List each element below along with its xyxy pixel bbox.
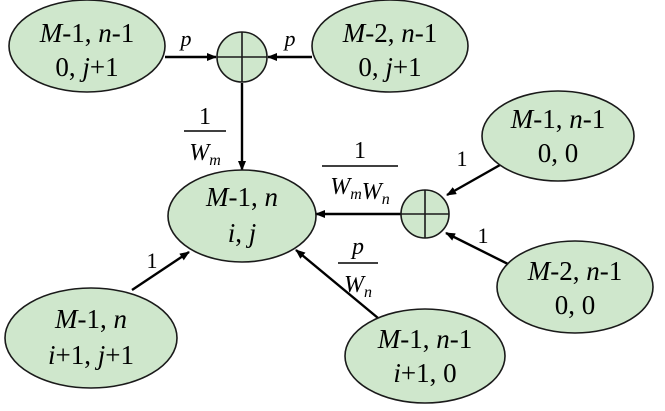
frac-numerator: 1 (199, 104, 211, 130)
label-p-top-right: p (283, 26, 296, 51)
node-bottom-left-line1: M-1, n (54, 304, 127, 334)
node-center-line2: i, j (228, 218, 257, 248)
node-top-right-line2: 0, j+1 (358, 52, 421, 82)
edge-right-bottom-to-sum (445, 231, 511, 267)
node-bottom-mid-line1: M-1, n-1 (377, 324, 473, 354)
label-fraction-1-over-wmwn: 1 WmWn (322, 138, 398, 208)
edge-right-top-to-sum (446, 163, 501, 197)
node-right-bottom-line2: 0, 0 (555, 290, 596, 320)
frac-numerator: p (350, 234, 364, 260)
frac-denominator: Wn (344, 272, 372, 301)
node-center-line1: M-1, n (205, 182, 278, 212)
label-1-bottom-left: 1 (147, 248, 158, 273)
node-right-top-line2: 0, 0 (538, 138, 579, 168)
frac-denominator: WmWn (330, 174, 390, 208)
node-top-right: M-2, n-1 0, j+1 (311, 0, 469, 93)
node-top-left-line1: M-1, n-1 (39, 18, 135, 48)
node-right-bottom-line1: M-2, n-1 (527, 256, 623, 286)
node-right-bottom: M-2, n-1 0, 0 (496, 240, 654, 334)
label-1-right-top: 1 (457, 146, 468, 171)
node-bottom-left-line2: i+1, j+1 (48, 340, 134, 370)
label-p-top-left: p (179, 26, 192, 51)
label-fraction-p-over-wn: p Wn (338, 234, 378, 301)
node-bottom-left: M-1, n i+1, j+1 (4, 287, 178, 389)
edge-bottom-left-to-center (131, 251, 190, 291)
node-bottom-mid: M-1, n-1 i+1, 0 (344, 308, 506, 404)
node-top-right-line1: M-2, n-1 (342, 18, 438, 48)
node-top-left-line2: 0, j+1 (55, 52, 118, 82)
node-bottom-mid-line2: i+1, 0 (393, 358, 456, 388)
frac-numerator: 1 (354, 138, 366, 164)
label-1-right-bottom: 1 (478, 223, 489, 248)
node-top-left: M-1, n-1 0, j+1 (8, 0, 166, 93)
frac-denominator: Wm (189, 140, 221, 169)
node-right-top-line1: M-1, n-1 (510, 104, 606, 134)
circled-plus-icon (216, 31, 268, 83)
node-center: M-1, n i, j (167, 169, 317, 263)
edge-bottom-mid-to-center (295, 249, 379, 319)
node-right-top: M-1, n-1 0, 0 (481, 90, 635, 182)
circled-plus-icon (400, 189, 450, 239)
label-fraction-1-over-wm: 1 Wm (184, 104, 226, 169)
